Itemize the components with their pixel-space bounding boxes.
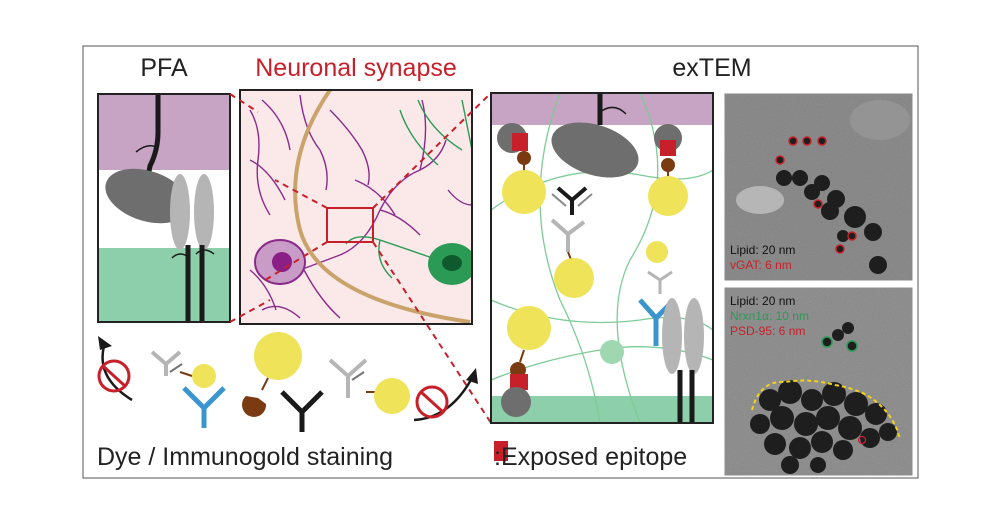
em-top-vgat-label: vGAT: 6 nm (730, 258, 792, 272)
no-access-icon-right (413, 368, 478, 422)
synapse-panel (240, 90, 472, 324)
gold-particle-icon (254, 332, 302, 380)
blue-antibody-icon (182, 386, 226, 428)
em-bottom-lipid-label: Lipid: 20 nm (730, 294, 795, 308)
adhesion-protein (105, 168, 189, 224)
em-bottom-nrxn-label: Nrxn1α: 10 nm (730, 309, 809, 323)
dye-immunogold-caption: Dye / Immunogold staining (97, 443, 393, 471)
em-bottom-psd95-label: PSD-95: 6 nm (730, 324, 805, 338)
nanobody-icon (242, 396, 267, 417)
zoom-guide-lines (229, 92, 492, 424)
extem-panel (491, 93, 713, 423)
presynaptic-membrane (98, 94, 230, 170)
em-micrograph-top: Lipid: 20 nm vGAT: 6 nm (724, 93, 913, 281)
grey-antibody-icon (328, 358, 368, 398)
neuronal-synapse-title: Neuronal synapse (255, 54, 457, 82)
postsynaptic-membrane (98, 248, 230, 322)
extem-panel-border (490, 92, 714, 424)
no-access-icon-left (97, 336, 133, 402)
pfa-panel (98, 94, 230, 322)
black-antibody-icon (280, 390, 324, 432)
legend-row (97, 332, 478, 432)
exposed-epitope-caption: :Exposed epitope (494, 443, 687, 471)
em-top-lipid-label: Lipid: 20 nm (730, 243, 795, 257)
em-top-border (723, 92, 914, 282)
axon (293, 90, 471, 324)
em-bottom-border (723, 286, 914, 477)
zoom-region (326, 207, 374, 243)
synapse-panel-border (239, 89, 473, 325)
extem-title: exTEM (672, 54, 751, 82)
exposed-epitope-swatch (494, 441, 508, 461)
pfa-panel-border (97, 93, 231, 323)
pfa-title: PFA (140, 54, 188, 82)
em-micrograph-bottom: Lipid: 20 nm Nrxn1α: 10 nm PSD-95: 6 nm (724, 287, 913, 476)
